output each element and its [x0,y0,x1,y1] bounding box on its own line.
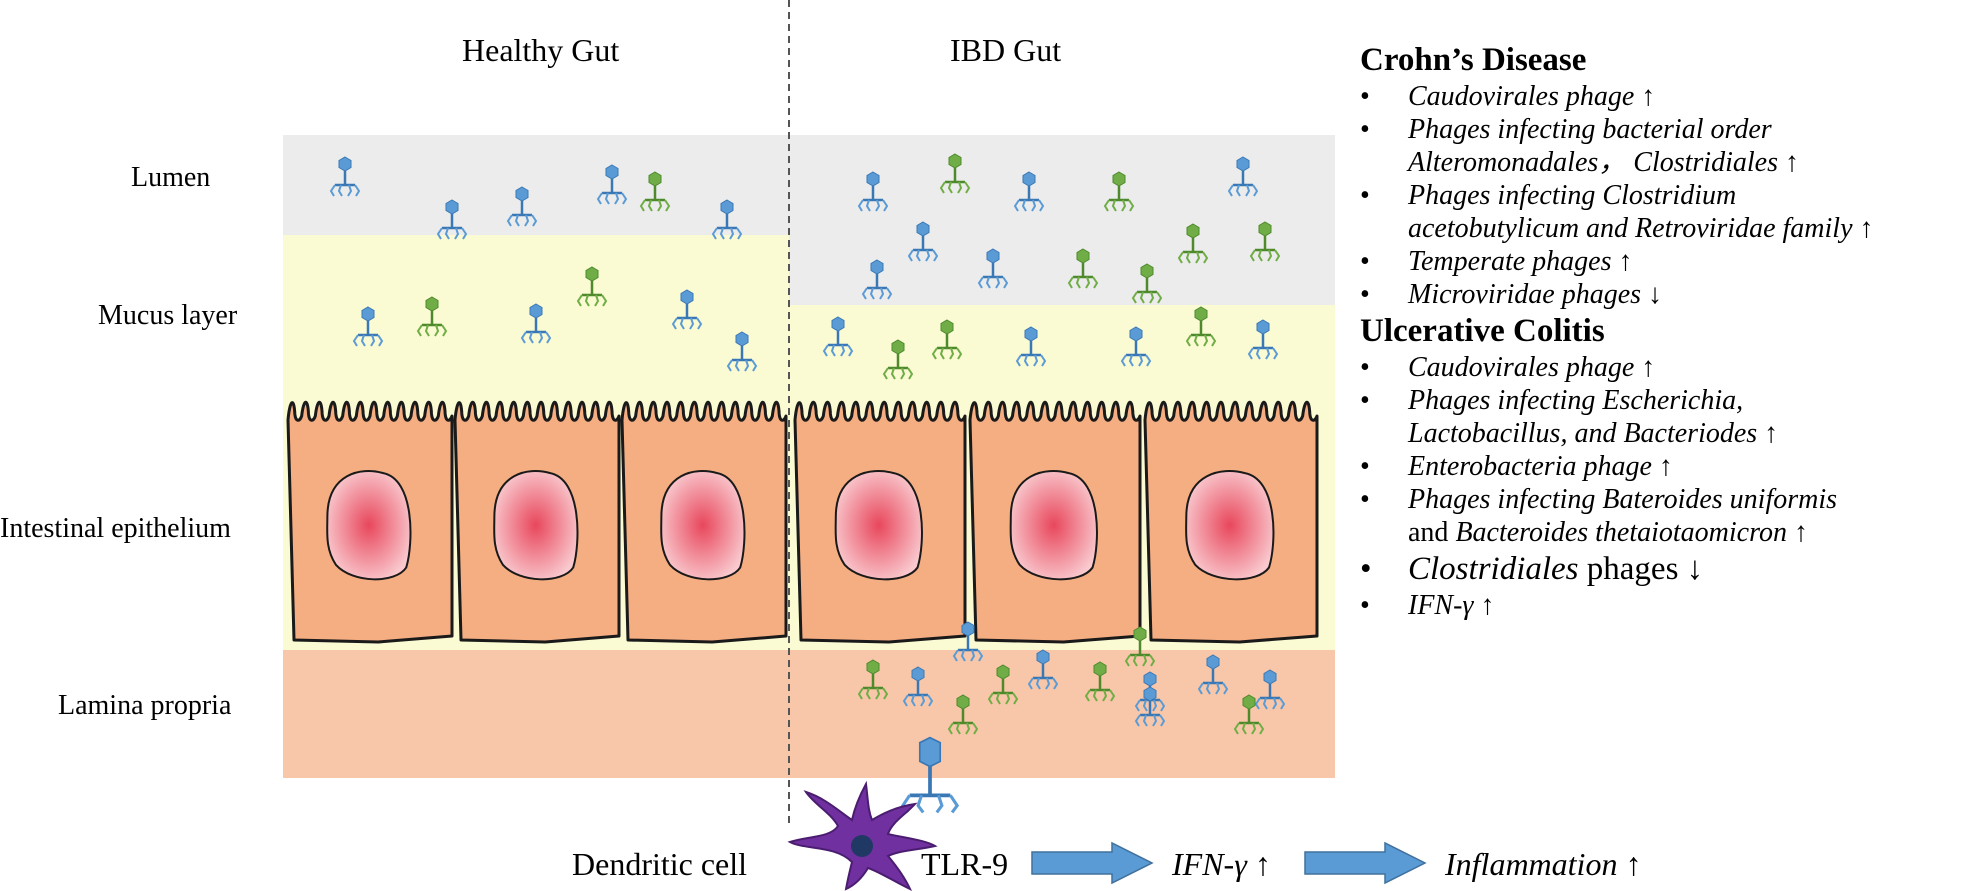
lumen-label: Lumen [131,162,211,193]
tlr9-label: TLR-9 [921,846,1009,882]
right-arrow-icon [1031,841,1154,885]
nucleus [1009,470,1098,581]
list-item: IFN-γ ↑ [1360,589,1969,622]
list-item: Microviridae phages ↓ [1360,278,1969,311]
intestinal-epithelium-label: Intestinal epithelium [0,513,231,544]
mucus-layer-label: Mucus layer [98,300,238,331]
nucleus [326,470,412,581]
dendritic-cell-label: Dendritic cell [572,846,748,882]
lumen-band-ibd [789,135,1335,305]
uc-list: Caudovirales phage ↑ Phages infecting Es… [1360,351,1969,622]
nucleus [493,470,579,581]
list-item: Phages infecting bacterial orderAlteromo… [1360,113,1969,179]
inflammation-label: Inflammation ↑ [1445,846,1642,882]
list-item: Phages infecting Escherichia,Lactobacill… [1360,384,1969,450]
list-item: Clostridiales phages ↓ [1360,549,1969,589]
list-item: Caudovirales phage ↑ [1360,351,1969,384]
ibd-gut-title: IBD Gut [950,32,1062,68]
list-item: Phages infecting Clostridiumacetobutylic… [1360,179,1969,245]
healthy-gut-title: Healthy Gut [462,32,620,68]
crohns-list: Caudovirales phage ↑ Phages infecting ba… [1360,80,1969,311]
lamina-propria-band [283,650,1335,778]
right-arrow-icon [1304,841,1427,885]
list-item: Enterobacteria phage ↑ [1360,450,1969,483]
nucleus [834,470,923,581]
epithelial-cells [286,400,1319,644]
nucleus [1185,470,1275,581]
uc-title: Ulcerative Colitis [1360,313,1605,349]
list-item: Temperate phages ↑ [1360,245,1969,278]
findings-panel: Crohn’s Disease Caudovirales phage ↑ Pha… [1360,40,1969,622]
lumen-band-healthy [283,135,789,235]
lamina-propria-label: Lamina propria [58,690,232,721]
ifn-gamma-label: IFN-γ ↑ [1172,846,1271,882]
list-item: Phages infecting Bateroides uniformisand… [1360,483,1969,549]
dendritic-cell-icon [787,780,938,891]
list-item: Caudovirales phage ↑ [1360,80,1969,113]
crohns-title: Crohn’s Disease [1360,42,1587,78]
nucleus [660,470,746,581]
